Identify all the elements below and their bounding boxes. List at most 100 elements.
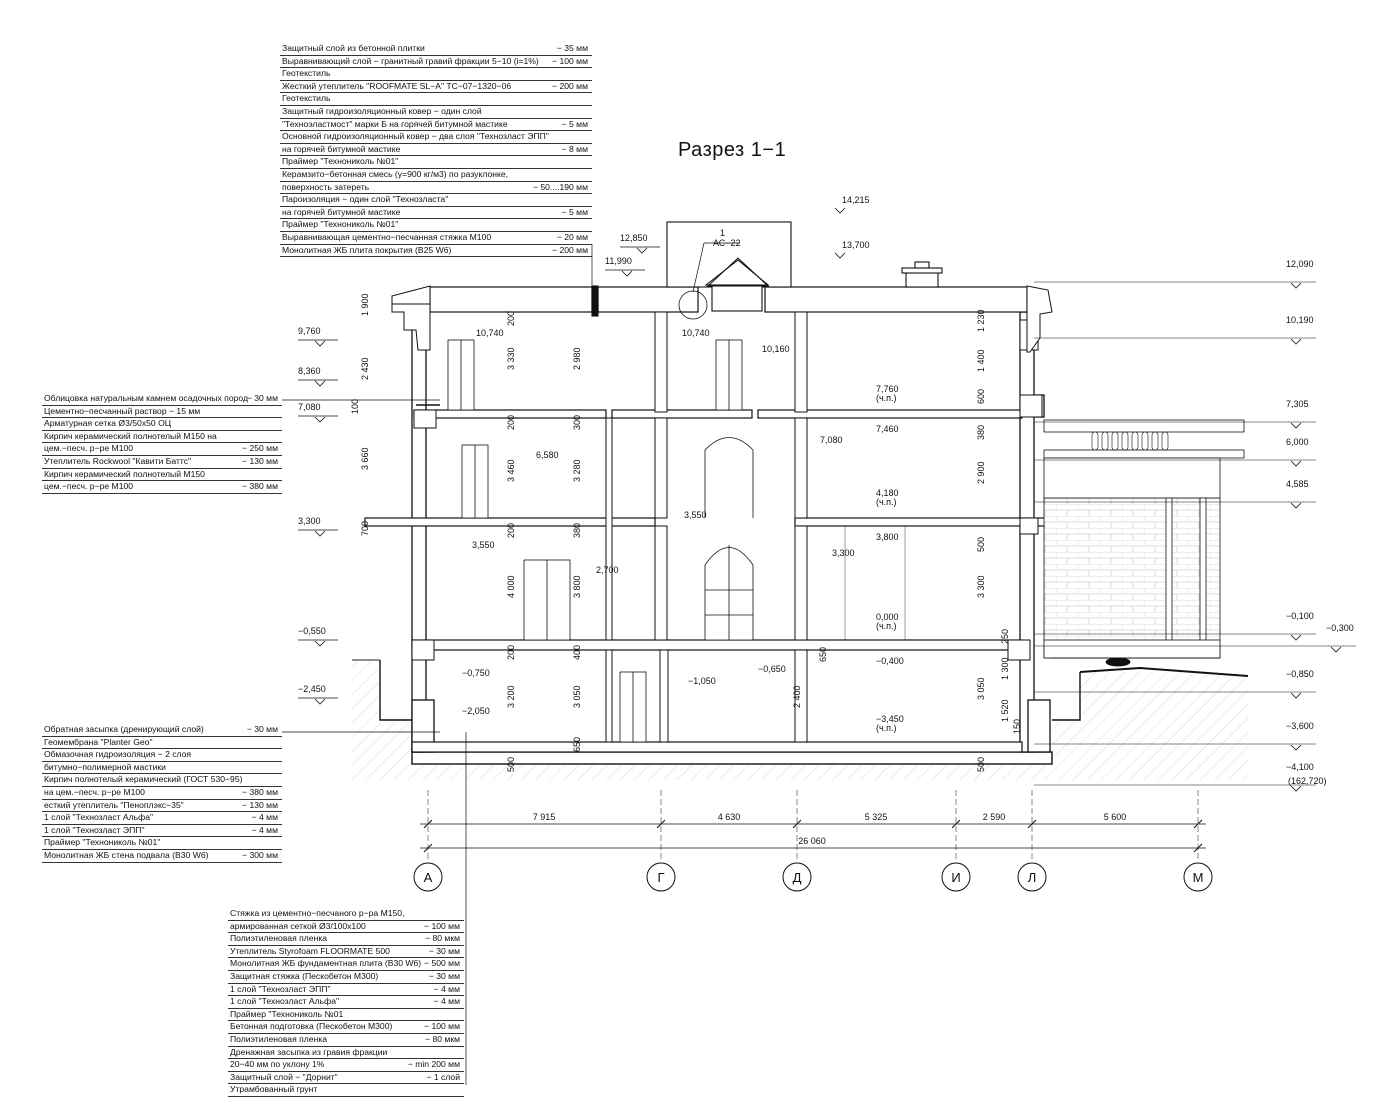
spec-row: Кирпич керамический полнотелый М150 — [42, 469, 282, 482]
spec-layer: Утрамбованный грунт — [230, 1084, 318, 1095]
level-label: 3,550 — [684, 510, 707, 520]
vertical-dimension: 380 — [976, 425, 986, 440]
spec-thickness: − 1 слой — [426, 1071, 460, 1082]
dormer-roof — [706, 257, 770, 287]
spec-layer: "Техноэластмост" марки Б на горячей биту… — [282, 118, 508, 129]
spec-row: Защитный гидроизоляционный ковер − один … — [280, 106, 592, 119]
spec-row: Цементно−песчанный раствор − 15 мм — [42, 406, 282, 419]
baluster — [1161, 431, 1169, 451]
spec-thickness: − 80 мкм — [425, 933, 460, 944]
foundation-layers-spec: Стяжка из цементно−песчаного р−ра М150,а… — [228, 908, 464, 1097]
spec-thickness: − 380 мм — [242, 786, 278, 797]
spec-thickness: − 130 мм — [242, 455, 278, 466]
vertical-dimension: 500 — [506, 757, 516, 772]
spec-row: есткий утеплитель "Пеноплэкс−35"− 130 мм — [42, 800, 282, 813]
spec-row: цем.−песч. р−ре М100− 250 мм — [42, 443, 282, 456]
spec-layer: Утеплитель Styrofoam FLOORMATE 500 — [230, 945, 390, 956]
spec-row: поверхность затереть− 50....190 мм — [280, 182, 592, 195]
spec-layer: 1 слой "Технозласт Альфа" — [230, 996, 340, 1007]
spec-row: 1 слой "Технозласт ЭПП"− 4 мм — [228, 984, 464, 997]
vertical-dimension: 3 800 — [572, 575, 582, 598]
axis-label: М — [1193, 870, 1204, 885]
spec-row: 1 слой "Технозласт Альфа" − 4 мм — [228, 996, 464, 1009]
level-label: 0,000 — [876, 612, 899, 622]
spec-layer: Монолитная ЖБ стена подвала (В30 W6) — [44, 849, 209, 860]
spec-thickness: − 4 мм — [251, 824, 278, 835]
spec-layer: Пароизоляция − один слой "Технозласта" — [282, 194, 449, 205]
spec-row: Геотекстиль — [280, 93, 592, 106]
horizontal-dimension: 2 590 — [983, 812, 1006, 822]
spec-row: Геомембрана "Planter Geo" — [42, 737, 282, 750]
spec-thickness: − 35 мм — [556, 43, 588, 53]
spec-row: Обмазочная гидроизоляция − 2 слоя — [42, 749, 282, 762]
level-marker — [1290, 744, 1302, 751]
level-label: 7,760 — [876, 384, 899, 394]
detail-callout: 1 АС−22 — [692, 228, 741, 293]
spec-layer: Выравнивающий слой − гранитный гравий фр… — [282, 55, 539, 66]
spec-row: Полиэтиленовая пленка− 80 мкм — [228, 1034, 464, 1047]
spec-layer: Монолитная ЖБ фундаментная плита (В30 W6… — [230, 958, 422, 969]
spec-layer: на цем.−песч. р−ре М100 — [44, 786, 145, 797]
baluster — [1151, 431, 1159, 451]
vertical-dimension: 1 900 — [360, 293, 370, 316]
level-label: 10,740 — [476, 328, 504, 338]
spec-row: Жесткий утеплитель "ROOFMATE SL−A" ТС−07… — [280, 81, 592, 94]
level-label: 4,180 — [876, 488, 899, 498]
spec-thickness: − 300 мм — [242, 849, 278, 860]
level-label: 2,700 — [596, 565, 619, 575]
level-marker — [1290, 282, 1302, 289]
level-label: 3,550 — [472, 540, 495, 550]
vertical-dimension: 4 000 — [506, 575, 516, 598]
level-label: 3,800 — [876, 532, 899, 542]
floor-slabs — [364, 286, 1046, 753]
interior-walls — [411, 311, 1043, 743]
spec-thickness: − min 200 мм — [407, 1059, 460, 1070]
level-marker — [314, 380, 326, 387]
spec-row: Утеплитель Styrofoam FLOORMATE 500 − 30 м… — [228, 946, 464, 959]
spec-thickness: − 30 мм — [428, 945, 460, 956]
spec-row: Праймер "Технониколь №01" — [42, 837, 282, 850]
level-marker — [314, 530, 326, 537]
spec-layer: Защитный гидроизоляционный ковер − один … — [282, 105, 482, 116]
axis-bubble — [646, 862, 676, 892]
spec-row: Стяжка из цементно−песчаного р−ра М150, — [228, 908, 464, 921]
level-label: 9,760 — [298, 326, 321, 336]
spec-layer: цем.−песч. р−ре М100 — [44, 443, 134, 454]
spec-thickness: − 380 мм — [242, 481, 278, 492]
level-marker — [314, 698, 326, 705]
axis-label: А — [424, 870, 433, 885]
callout-number: 1 — [720, 228, 725, 238]
horizontal-dimension: 4 630 — [718, 812, 741, 822]
spec-row: Бетонная подготовка (Пескобетон М300)− 1… — [228, 1021, 464, 1034]
spec-row: Защитный слой из бетонной плитки− 35 мм — [280, 43, 592, 56]
level-label: 7,460 — [876, 424, 899, 434]
spec-row: Основной гидроизоляционный ковер − два с… — [280, 131, 592, 144]
spec-thickness: − 4 мм — [433, 996, 460, 1007]
spec-row: Монолитная ЖБ плита покрытия (В25 W6)− 2… — [280, 245, 592, 258]
vertical-dimension: 3 660 — [360, 447, 370, 470]
spec-row: Кирпич керамический полнотелый М150 на — [42, 431, 282, 444]
spec-row: Защитная стяжка (Пескобетон М300)− 30 мм — [228, 971, 464, 984]
spec-layer: Обмазочная гидроизоляция − 2 слоя — [44, 749, 192, 760]
level-marker — [636, 247, 648, 254]
baluster — [1131, 431, 1139, 451]
level-label: 12,850 — [620, 233, 648, 243]
level-marker — [314, 340, 326, 347]
level-label: 3,300 — [298, 516, 321, 526]
spec-row: Защитный слой − "Дорнит"− 1 слой — [228, 1072, 464, 1085]
axis-bubble — [413, 862, 443, 892]
horizontal-dimension: 5 325 — [865, 812, 888, 822]
spec-row: Монолитная ЖБ фундаментная плита (В30 W6… — [228, 958, 464, 971]
spec-row: Выравнивающий слой − гранитный гравий фр… — [280, 56, 592, 69]
level-label: 4,585 — [1286, 479, 1309, 489]
axis-label: Г — [657, 870, 664, 885]
spec-thickness: − 500 мм — [424, 958, 460, 969]
level-label: 8,360 — [298, 366, 321, 376]
axis-label: Д — [793, 870, 802, 885]
spec-layer: Облицовка натуральным камнем осадочных п… — [44, 393, 248, 403]
spec-layer: Жесткий утеплитель "ROOFMATE SL−A" ТС−07… — [282, 80, 512, 91]
vertical-dimension: 650 — [572, 737, 582, 752]
spec-row: Утеплитель Rockwool "Кавити Баттс"− 130 … — [42, 456, 282, 469]
